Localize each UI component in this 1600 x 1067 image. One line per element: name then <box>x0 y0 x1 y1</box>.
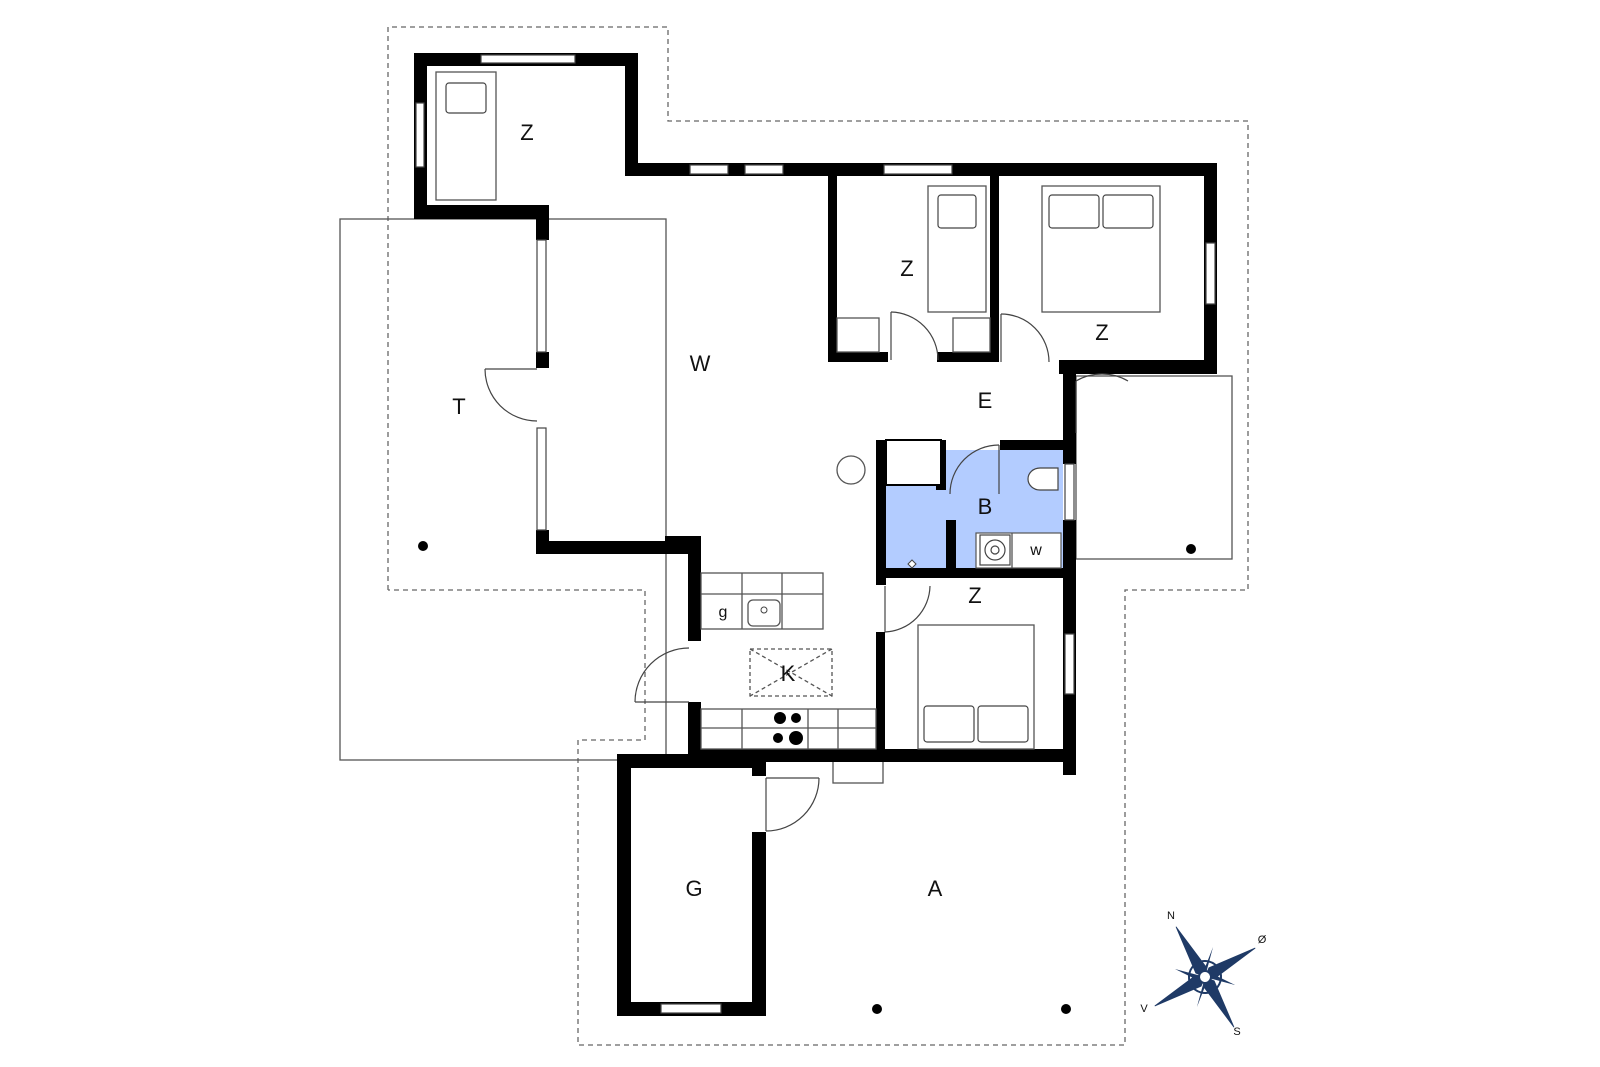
room-label-living: W <box>690 351 711 376</box>
post-south-2 <box>1061 1004 1071 1014</box>
room-label-entrance: E <box>978 388 993 413</box>
floor-drain-icon <box>907 559 917 569</box>
kitchen-counter-top <box>700 572 824 630</box>
closet-mid-right <box>952 317 991 353</box>
room-label-bedroom-east: Z <box>1095 320 1108 345</box>
post-south-1 <box>872 1004 882 1014</box>
compass-rose-icon <box>1154 926 1256 1028</box>
room-label-kitchen: K <box>781 661 796 686</box>
windows <box>415 54 1216 1014</box>
kitchen-island <box>749 648 833 697</box>
compass-west-label: V <box>1140 1003 1148 1015</box>
doors <box>484 311 1129 832</box>
bathroom-inner-wall <box>946 520 956 568</box>
post-east <box>1186 544 1196 554</box>
post-west <box>418 541 428 551</box>
compass-north-label: N <box>1167 910 1175 922</box>
step-outline <box>832 760 884 784</box>
closet-mid-left <box>836 317 880 353</box>
room-label-bedroom-south: Z <box>968 583 981 608</box>
room-label-bathroom: B <box>978 494 993 519</box>
bathroom-closet <box>885 439 942 486</box>
bed-east <box>1041 185 1161 313</box>
compass-south-label: S <box>1233 1026 1240 1038</box>
stove-icon <box>773 712 803 745</box>
sink-label: g <box>719 604 728 621</box>
kitchen-counter-bottom <box>700 708 877 750</box>
bed-south <box>917 624 1035 750</box>
washer-label: w <box>1029 542 1042 559</box>
shower-drain-icon <box>979 534 1011 566</box>
bed-north <box>435 71 497 201</box>
toilet-icon <box>1027 467 1059 491</box>
compass-east-label: Ø <box>1258 934 1267 946</box>
room-label-annex: A <box>928 876 943 901</box>
sink-icon <box>747 599 781 627</box>
terrace-east-outline <box>1075 375 1233 560</box>
roof-outline <box>387 26 1249 1046</box>
fireplace-icon <box>836 455 866 485</box>
room-label-bedroom-mid: Z <box>900 256 913 281</box>
bed-mid <box>927 185 987 313</box>
room-label-bedroom-north: Z <box>520 120 533 145</box>
room-label-terrace: T <box>452 394 465 419</box>
room-label-garage: G <box>685 876 702 901</box>
terrace-west-outline <box>339 218 667 761</box>
